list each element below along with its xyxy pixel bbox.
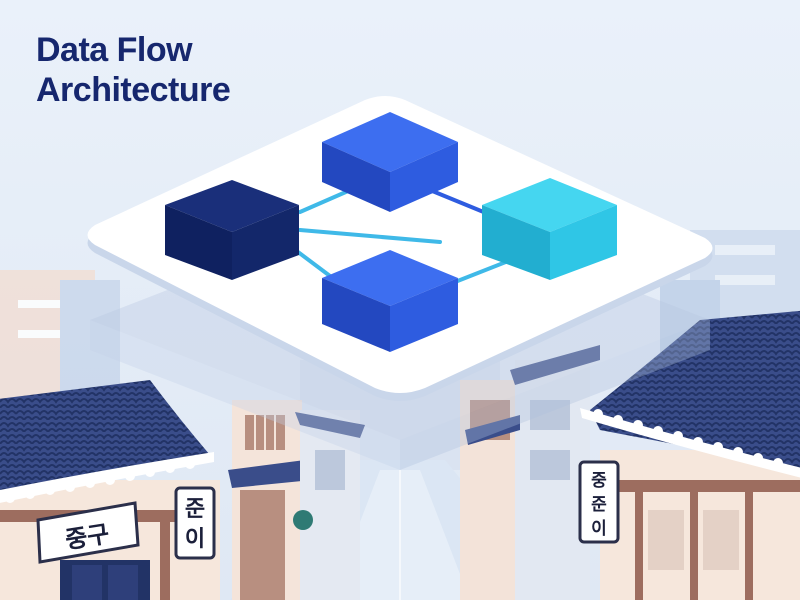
- page-title: Data Flow Architecture: [36, 30, 231, 110]
- connector-navy-to-blue-bottom: [296, 250, 332, 278]
- right-mid-houses: [460, 345, 600, 600]
- blue-top-node: [322, 112, 458, 212]
- sign-right-vertical: 중 준 이: [578, 460, 620, 544]
- blue-bottom-node: [322, 250, 458, 352]
- cube-icon: [482, 178, 617, 232]
- sign-left-horizontal: 중구: [36, 501, 140, 564]
- connector-cross: [298, 228, 442, 244]
- connector-blue-top-to-cyan: [423, 186, 488, 215]
- sign-left-vertical-char-1: 준: [185, 497, 205, 522]
- sign-left-vertical-char-2: 이: [185, 527, 205, 552]
- diagram-platform: [87, 96, 713, 401]
- navy-node: [165, 180, 299, 280]
- sign-right-vertical-char-1: 중: [591, 471, 607, 491]
- right-hanok: [580, 310, 800, 600]
- title-line-1: Data Flow: [36, 31, 193, 69]
- cyan-node: [482, 178, 617, 280]
- sign-left-horizontal-text: 중구: [63, 520, 111, 555]
- sign-right-vertical-char-3: 이: [591, 519, 607, 539]
- title-line-2: Architecture: [36, 71, 231, 109]
- left-mid-houses: [228, 400, 365, 600]
- sign-right-vertical-char-2: 준: [591, 495, 607, 515]
- sign-left-vertical: 준 이: [174, 486, 216, 560]
- cube-icon: [165, 180, 299, 232]
